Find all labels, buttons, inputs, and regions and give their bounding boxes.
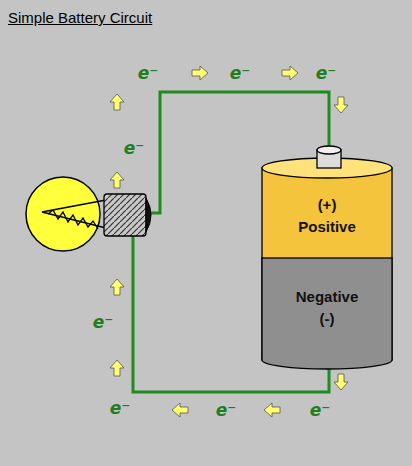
- diagram-title: Simple Battery Circuit: [8, 9, 152, 26]
- band-label: Negative (-): [289, 286, 365, 330]
- electron-label: e⁻: [316, 65, 337, 82]
- electron-label: e⁻: [124, 140, 145, 157]
- battery: [262, 146, 392, 369]
- electron-label: e⁻: [310, 402, 331, 419]
- electron-label: e⁻: [93, 314, 114, 331]
- electron-label: e⁻: [230, 65, 251, 82]
- electron-label: e⁻: [216, 402, 237, 419]
- negative-terminal-band: Negative (-): [268, 266, 386, 350]
- band-label: (+) Positive: [291, 194, 363, 238]
- electron-label: e⁻: [138, 65, 159, 82]
- positive-terminal-band: (+) Positive: [268, 180, 386, 252]
- electron-label: e⁻: [110, 400, 131, 417]
- flow-arrow: [110, 66, 348, 417]
- light-bulb: [26, 177, 151, 251]
